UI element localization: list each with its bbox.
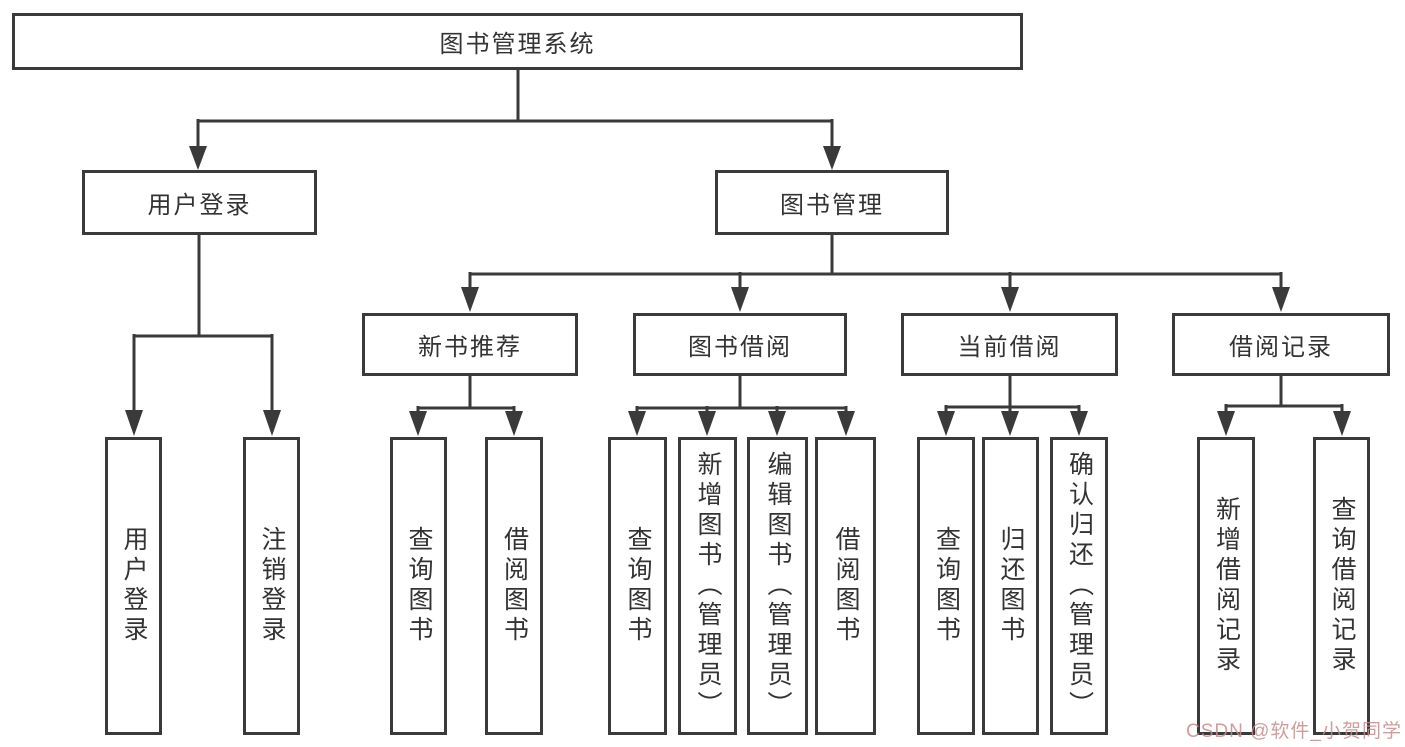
leaf-borrow-book-label: 借阅图书 <box>832 526 860 646</box>
leaf-add-book-admin: 新增图书（管理员） <box>678 437 737 735</box>
connector-root-to-level2 <box>189 70 841 170</box>
node-user-login-label: 用户登录 <box>147 192 252 219</box>
node-book-management-label: 图书管理 <box>780 192 884 219</box>
node-new-book-recommend-label: 新书推荐 <box>418 334 522 361</box>
connector-book-management-to-level3 <box>461 235 1290 312</box>
connector-new-book-recommend-to-leaves <box>409 376 523 436</box>
node-borrow-record: 借阅记录 <box>1172 313 1390 376</box>
leaf-user-login: 用户登录 <box>105 437 162 735</box>
csdn-watermark: CSDN @软件_小贺同学 <box>1186 721 1402 742</box>
leaf-edit-book-admin: 编辑图书（管理员） <box>747 437 808 735</box>
connector-current-borrow-to-leaves <box>937 376 1088 436</box>
node-user-login: 用户登录 <box>82 170 317 235</box>
leaf-return-book: 归还图书 <box>982 437 1039 735</box>
node-current-borrow-label: 当前借阅 <box>957 334 1062 361</box>
node-borrow-record-label: 借阅记录 <box>1229 334 1333 361</box>
leaf-return-book-label: 归还图书 <box>997 526 1025 646</box>
leaf-add-borrow-record-label: 新增借阅记录 <box>1212 496 1241 676</box>
leaf-query-borrow-record: 查询借阅记录 <box>1313 437 1370 735</box>
leaf-recommend-query-book-label: 查询图书 <box>405 526 433 646</box>
connector-borrow-record-to-leaves <box>1217 376 1351 436</box>
leaf-recommend-borrow-book-label: 借阅图书 <box>500 526 529 646</box>
connector-user-login-to-leaves <box>125 235 281 436</box>
leaf-borrow-query-book: 查询图书 <box>608 437 667 735</box>
node-book-borrow-label: 图书借阅 <box>688 334 792 361</box>
leaf-user-login-label: 用户登录 <box>120 526 148 646</box>
leaf-borrow-book: 借阅图书 <box>815 437 876 735</box>
leaf-recommend-query-book: 查询图书 <box>390 437 447 735</box>
node-book-management: 图书管理 <box>715 170 949 235</box>
leaf-logout-label: 注销登录 <box>258 526 286 646</box>
leaf-query-borrow-record-label: 查询借阅记录 <box>1328 496 1356 676</box>
node-book-borrow: 图书借阅 <box>633 313 847 376</box>
node-root-system-label: 图书管理系统 <box>439 31 596 58</box>
leaf-borrow-query-book-label: 查询图书 <box>624 526 652 646</box>
node-new-book-recommend: 新书推荐 <box>362 313 578 376</box>
leaf-recommend-borrow-book: 借阅图书 <box>485 437 543 735</box>
leaf-edit-book-admin-label: 编辑图书（管理员） <box>764 451 792 721</box>
leaf-confirm-return-admin-label: 确认归还（管理员） <box>1065 451 1094 721</box>
node-root-system: 图书管理系统 <box>12 13 1023 70</box>
leaf-current-query-book: 查询图书 <box>917 437 975 735</box>
node-current-borrow: 当前借阅 <box>901 313 1118 376</box>
leaf-current-query-book-label: 查询图书 <box>932 526 961 646</box>
leaf-logout: 注销登录 <box>243 437 300 735</box>
connector-book-borrow-to-leaves <box>628 376 855 436</box>
leaf-add-book-admin-label: 新增图书（管理员） <box>694 451 722 721</box>
leaf-confirm-return-admin: 确认归还（管理员） <box>1050 437 1108 735</box>
leaf-add-borrow-record: 新增借阅记录 <box>1197 437 1255 735</box>
